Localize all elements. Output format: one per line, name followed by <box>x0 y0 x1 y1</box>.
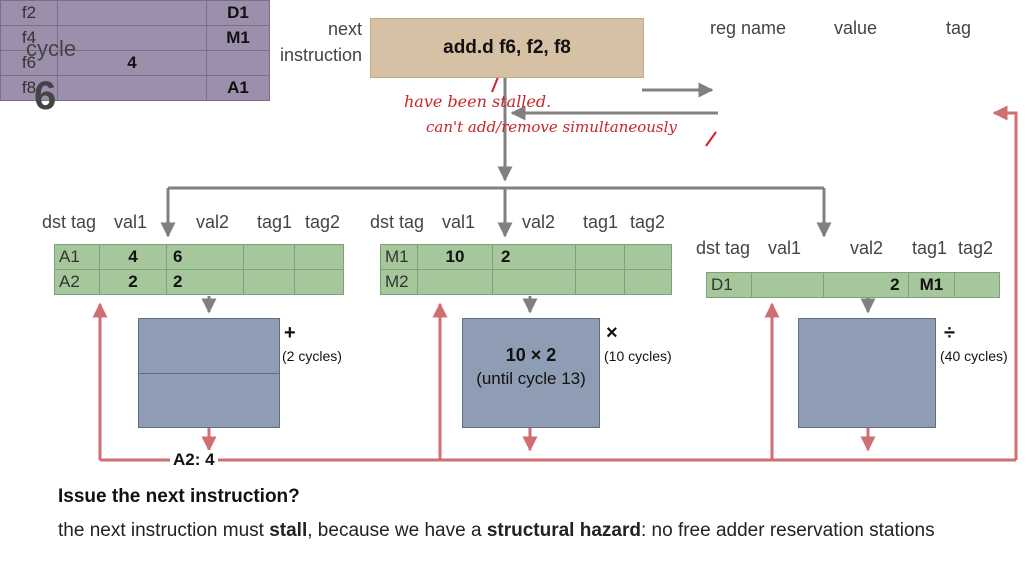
rs-row-d1: D1 2 M1 <box>706 272 1000 298</box>
reg-row: f4 M1 <box>0 25 270 51</box>
divider-op-symbol: ÷ <box>944 322 955 344</box>
next-instruction-box: add.d f6, f2, f8 <box>370 18 644 78</box>
multiplier-unit-until: (until cycle 13) <box>476 369 586 388</box>
question-body-stall: stall <box>269 520 308 541</box>
adder-op-symbol: + <box>284 322 296 344</box>
mult-val2-header: val2 <box>522 212 556 232</box>
multiplier-unit: 10 × 2 (until cycle 13) <box>462 318 600 428</box>
rs-val1: 4 <box>99 244 167 270</box>
adder-tag1-header: tag1 <box>257 212 293 232</box>
reg-tag: D1 <box>206 0 270 26</box>
rs-tag2 <box>624 244 672 270</box>
question-body-hazard: structural hazard <box>486 520 641 541</box>
rs-val1: 10 <box>417 244 493 270</box>
rs-tag1 <box>575 269 625 295</box>
reg-row: f8 A1 <box>0 75 270 101</box>
rs-tag1 <box>243 269 295 295</box>
cycle-number: 6 <box>34 74 57 118</box>
rs-row-a1: A1 4 6 <box>54 244 344 270</box>
rs-tag2 <box>294 244 344 270</box>
rs-tag2 <box>954 272 1000 298</box>
divider-unit <box>798 318 936 428</box>
cdb-broadcast-label: A2: 4 <box>170 450 218 470</box>
adder-val2-header: val2 <box>196 212 230 232</box>
divider-cycles: (40 cycles) <box>940 348 1008 364</box>
rs-val2 <box>492 269 576 295</box>
rs-row-a2: A2 2 2 <box>54 269 344 295</box>
multiplier-cycles: (10 cycles) <box>604 348 672 364</box>
rs-tag: A1 <box>54 244 100 270</box>
rs-val2: 2 <box>166 269 244 295</box>
rs-val1 <box>417 269 493 295</box>
reg-value <box>57 0 207 26</box>
rs-val2: 2 <box>492 244 576 270</box>
multiplier-op-symbol: × <box>606 322 618 344</box>
div-dst-tag-header: dst tag <box>696 238 751 258</box>
rs-tag: M1 <box>380 244 418 270</box>
div-val1-header: val1 <box>768 238 802 258</box>
rs-tag: D1 <box>706 272 752 298</box>
question-body-pre: the next instruction must <box>58 520 270 541</box>
rs-tag2 <box>624 269 672 295</box>
div-val2-header: val2 <box>850 238 884 258</box>
question-body: the next instruction must stall, because… <box>58 520 935 542</box>
adder-unit-divider <box>139 373 279 374</box>
rs-val2: 2 <box>823 272 909 298</box>
reg-name: f6 <box>0 50 58 76</box>
next-label-line2: instruction <box>279 45 362 65</box>
rs-row-m1: M1 10 2 <box>380 244 672 270</box>
adder-dst-tag-header: dst tag <box>42 212 97 232</box>
rs-tag: M2 <box>380 269 418 295</box>
reg-value-header: value <box>834 18 878 38</box>
next-instruction-label: next instruction <box>278 16 362 68</box>
rs-val1 <box>750 272 825 298</box>
multiplier-reservation-stations: M1 10 2 M2 <box>380 244 672 295</box>
div-tag1-header: tag1 <box>912 238 948 258</box>
divider-reservation-stations: D1 2 M1 <box>706 272 1000 298</box>
rs-val2: 6 <box>166 244 244 270</box>
question-title: Issue the next instruction? <box>58 486 300 507</box>
rs-tag1 <box>243 244 295 270</box>
rs-tag1 <box>575 244 625 270</box>
simultaneous-annotation: can't add/remove simultaneously <box>426 118 677 136</box>
div-tag2-header: tag2 <box>958 238 994 258</box>
cycle-label: cycle <box>26 36 77 61</box>
reg-value <box>57 75 207 101</box>
rs-tag2 <box>294 269 344 295</box>
adder-cycles: (2 cycles) <box>282 348 342 364</box>
mult-dst-tag-header: dst tag <box>370 212 425 232</box>
adder-val1-header: val1 <box>114 212 148 232</box>
stall-annotation: have been stalled. <box>404 92 552 111</box>
reg-name: f4 <box>0 25 58 51</box>
adder-tag2-header: tag2 <box>305 212 341 232</box>
next-label-line1: next <box>327 19 362 39</box>
rs-val1: 2 <box>99 269 167 295</box>
reg-value: 4 <box>57 50 207 76</box>
rs-tag: A2 <box>54 269 100 295</box>
rs-tag1: M1 <box>907 272 956 298</box>
rs-row-m2: M2 <box>380 269 672 295</box>
question-body-mid: , because we have a <box>307 520 487 541</box>
mult-val1-header: val1 <box>442 212 476 232</box>
adder-reservation-stations: A1 4 6 A2 2 2 <box>54 244 344 295</box>
reg-value <box>57 25 207 51</box>
reg-name: f8 <box>0 75 58 101</box>
reg-name: f2 <box>0 0 58 26</box>
multiplier-unit-op: 10 × 2 <box>505 345 557 365</box>
question-body-post: : no free adder reservation stations <box>640 520 935 541</box>
reg-tag: M1 <box>206 25 270 51</box>
adder-unit <box>138 318 280 428</box>
reg-tag <box>206 50 270 76</box>
reg-name-header: reg name <box>710 18 787 38</box>
mult-tag2-header: tag2 <box>630 212 666 232</box>
reg-row: f2 D1 <box>0 0 270 26</box>
reg-tag-header: tag <box>946 18 972 38</box>
reg-tag: A1 <box>206 75 270 101</box>
mult-tag1-header: tag1 <box>583 212 619 232</box>
